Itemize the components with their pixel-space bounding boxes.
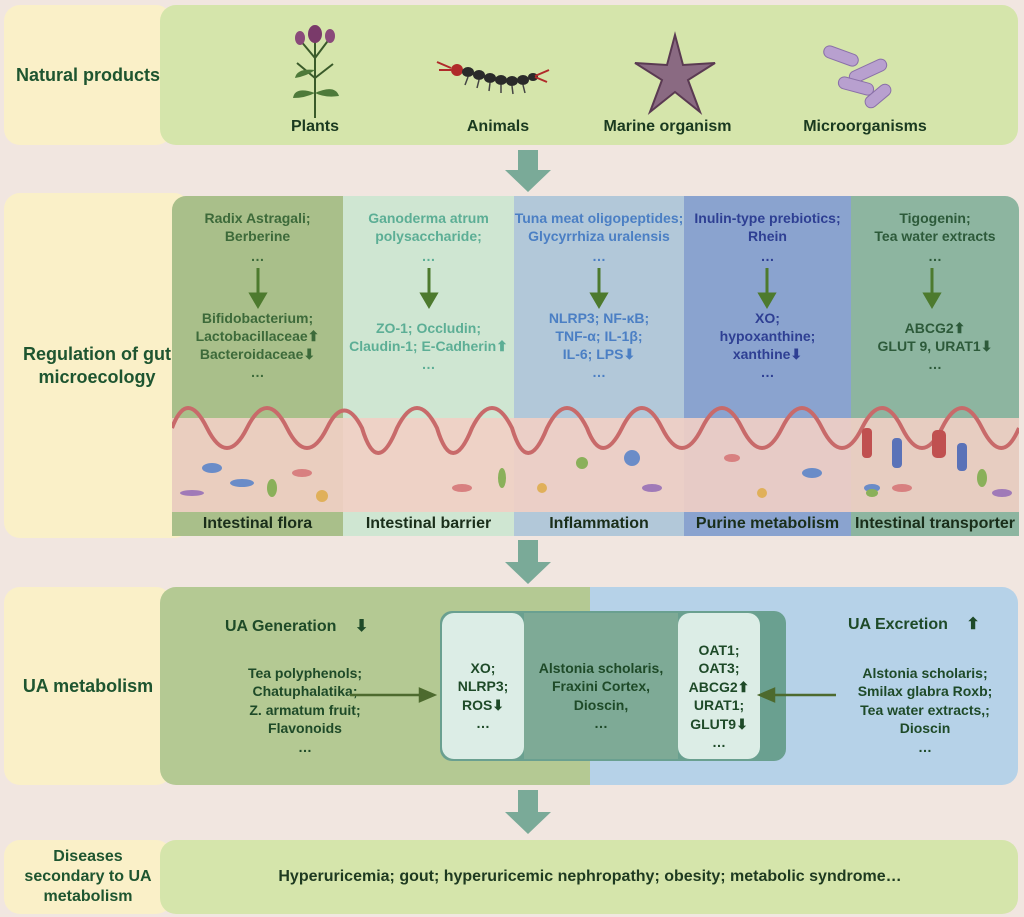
ua-generation-title: UA Generation ⬇ [225,616,395,637]
col2-top: Ganoderma atrum polysaccharide; [368,210,489,244]
centipede-icon [436,61,550,95]
gut-label-text: Regulation of gut microecology [23,344,171,387]
ua-excretion-items: Alstonia scholaris; Smilax glabra Roxb; … [857,665,993,755]
col5-footer: Intestinal transporter [851,512,1019,536]
plant-icon [293,25,339,118]
col5-dots: … [928,248,942,264]
col4-top: Inulin-type prebiotics; Rhein [694,210,841,244]
natural-products-text: Natural products [15,64,161,85]
ua-excretion-title-text: UA Excretion [848,616,948,633]
product-label-plants: Plants [290,118,339,135]
col1-dots: … [250,248,265,264]
ua-generation-title-text: UA Generation [225,618,337,635]
diseases-panel [160,840,1018,914]
ua-generation-items: Tea polyphenols; Chatuphalatika; Z. arma… [247,665,363,755]
microorganism-icon [823,45,892,109]
col4-footer: Purine metabolism [684,512,851,536]
col3-bottom: NLRP3; NF-κB; TNF-α; IL-1β; IL-6; LPS⬇ … [548,310,650,380]
col-arrows [248,268,942,309]
col3-footer: Inflammation [514,512,684,536]
col1-top: Radix Astragali; Berberine [204,210,311,244]
ua-generation-down-arrow: ⬇ [354,618,369,635]
diseases-label-text: Diseases secondary to UA metabolism [24,848,152,905]
col5-bottom: ABCG2⬆ GLUT 9, URAT1⬇ … [877,320,993,372]
col5-top: Tigogenin; Tea water extracts [874,210,996,244]
intestine-illustration [172,406,1019,512]
ua-arrows [350,687,836,703]
down-arrow-2 [505,540,551,584]
product-label-animals: Animals [466,118,530,135]
product-label-marine: Marine organism [603,118,732,135]
diseases-label: Diseases secondary to UA metabolism [4,840,172,914]
gut-label: Regulation of gut microecology [4,193,190,538]
ua-label: UA metabolism [4,587,172,785]
ua-center-mid-text: Alstonia scholaris, Fraxini Cortex, Dios… [524,613,678,759]
ua-label-text: UA metabolism [22,675,154,696]
col3-dots: … [592,248,606,264]
natural-products-label: Natural products [4,5,172,145]
starfish-icon [634,31,716,116]
diseases-text: Hyperuricemia; gout; hyperuricemic nephr… [278,868,902,885]
ua-excretion-up-arrow: ⬆ [966,616,980,633]
col4-bottom: XO; hypoxanthine; xanthine⬇ … [719,310,816,380]
col2-bottom: ZO-1; Occludin; Claudin-1; E-Cadherin⬆ … [349,320,508,372]
col2-footer: Intestinal barrier [343,512,514,536]
down-arrow-1 [505,150,551,192]
col4-dots: … [760,248,775,264]
ua-center-right-box: OAT1; OAT3; ABCG2⬆ URAT1; GLUT9⬇ … [678,613,760,759]
col1-bottom: Bifidobacterium; Lactobacillaceae⬆ Bacte… [195,310,320,380]
ua-excretion-title: UA Excretion ⬆ [848,614,998,635]
col2-dots: … [421,248,436,264]
col1-footer: Intestinal flora [172,512,343,536]
product-label-microorganisms: Microorganisms [803,118,927,135]
col3-top: Tuna meat oligopeptides; Glycyrrhiza ura… [514,210,684,244]
down-arrow-3 [505,790,551,834]
ua-center-left-box: XO; NLRP3; ROS⬇ … [442,613,524,759]
